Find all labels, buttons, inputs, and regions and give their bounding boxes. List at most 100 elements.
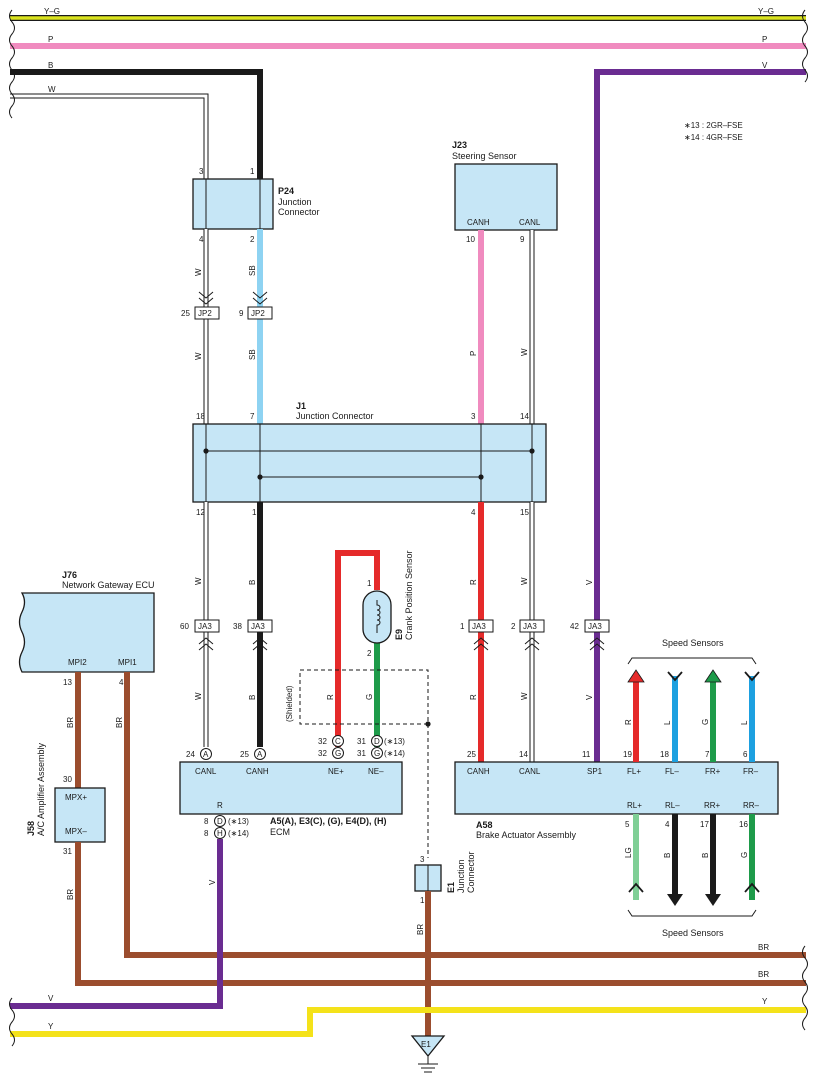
a58-rlm: RL– xyxy=(665,801,680,810)
wire-br-j76-bus xyxy=(124,672,806,958)
p24-name-2: Connector xyxy=(278,207,320,217)
p24-pin-1: 1 xyxy=(250,167,255,176)
conn-g-nem xyxy=(371,747,383,759)
conn-h-r xyxy=(214,827,226,839)
wire-w-bus-outer xyxy=(10,93,209,180)
wire-v-ecm-bus xyxy=(10,839,223,1009)
arrow-in-l-icon xyxy=(667,671,683,682)
ecm-box xyxy=(179,761,403,815)
ja3-box-1 xyxy=(468,619,494,633)
bus-label-v-left: V xyxy=(48,994,54,1003)
ecm-pin-31g: 31 xyxy=(357,749,366,758)
j58-pin-30: 30 xyxy=(63,775,72,784)
ecm-pin-24: 24 xyxy=(186,750,195,759)
ecm-note-13: (∗13) xyxy=(384,737,405,746)
bus-label-p-right: P xyxy=(762,35,767,44)
ja3-label-1: JA3 xyxy=(472,622,486,631)
j58-pin-31: 31 xyxy=(63,847,72,856)
ecm-r: R xyxy=(217,801,223,810)
bus-label-b-left: B xyxy=(48,61,53,70)
jp2-chevron-left xyxy=(198,291,214,305)
a58-pin-18: 18 xyxy=(660,750,669,759)
j76-network-gateway-ecu: J76 Network Gateway ECU MPI2 MPI1 13 4 B… xyxy=(18,570,806,958)
jp2-box-left xyxy=(194,306,220,320)
j76-id: J76 xyxy=(62,570,77,580)
ecm-nep: NE+ xyxy=(328,767,344,776)
a58-flm: FL– xyxy=(665,767,679,776)
wire-label-v-mid: V xyxy=(585,579,594,585)
ja3-chevron-1 xyxy=(473,637,489,651)
conn-d xyxy=(371,735,383,747)
ecm-name: ECM xyxy=(270,827,290,837)
wire-label-w-mid: W xyxy=(194,577,203,585)
a58-pin-6: 6 xyxy=(743,750,748,759)
conn-a-canl xyxy=(200,748,212,760)
arrow-in-g-icon xyxy=(744,882,760,893)
wire-r-sensor xyxy=(335,550,380,747)
conn-g-nep xyxy=(332,747,344,759)
ground-triangle-icon xyxy=(410,1035,446,1058)
j76-pin-13: 13 xyxy=(63,678,72,687)
ecm-conn-c: C xyxy=(335,737,341,746)
ja3-box-2 xyxy=(519,619,545,633)
ecm-note-14: (∗14) xyxy=(384,749,405,758)
jp2-pin-25: 25 xyxy=(181,309,190,318)
j76-pin-4: 4 xyxy=(119,678,124,687)
wire-label-w-upper: W xyxy=(194,268,203,276)
e9-coil-icon xyxy=(376,600,381,633)
e9-sensor-body xyxy=(362,590,392,644)
break-mark-left-top xyxy=(9,9,15,119)
shield-splice xyxy=(425,721,431,727)
ja3-box-42 xyxy=(584,619,610,633)
e1-junction-connector: 3 1 E1 Junction Connector BR E1 xyxy=(410,851,476,1073)
a58-pin-11: 11 xyxy=(582,750,591,759)
jp2-label-right: JP2 xyxy=(251,309,265,318)
j1-top-pin-18: 18 xyxy=(196,412,205,421)
ecm-conn-a-2: A xyxy=(257,750,263,759)
ecm-pin-25: 25 xyxy=(240,750,249,759)
a58-canl: CANL xyxy=(519,767,541,776)
ja3-pin-2: 2 xyxy=(511,622,516,631)
ja3-label-2: JA3 xyxy=(523,622,537,631)
wire-label-p-j23: P xyxy=(469,351,478,356)
j23-pin-9: 9 xyxy=(520,235,525,244)
j1-splice-2 xyxy=(529,448,535,454)
wire-y-bus xyxy=(10,1007,806,1037)
wire-label-br-e1: BR xyxy=(416,924,425,935)
j1-splice-3 xyxy=(257,474,263,480)
ecm-nem: NE– xyxy=(368,767,384,776)
j23-box xyxy=(454,163,558,231)
a58-pin-4: 4 xyxy=(665,820,670,829)
a58-pin-19: 19 xyxy=(623,750,632,759)
e1j-name-1: Junction xyxy=(456,859,466,893)
ecm-conn-d: D xyxy=(374,737,380,746)
j1-splice-1 xyxy=(203,448,209,454)
wire-label-g-fr: G xyxy=(701,719,710,725)
jp2-pin-9: 9 xyxy=(239,309,244,318)
ground-label: E1 xyxy=(421,1040,431,1049)
shielded-label: (Shielded) xyxy=(285,685,294,722)
j58-mpxm: MPX– xyxy=(65,827,87,836)
e1j-pin-3: 3 xyxy=(420,855,425,864)
wire-label-g-sensor: G xyxy=(365,694,374,700)
a58-rrp: RR+ xyxy=(704,801,721,810)
ja3-chevron-42 xyxy=(589,637,605,651)
arrow-down-b-icon xyxy=(667,894,683,906)
ecm-conn-rh: H xyxy=(217,829,223,838)
a58-pin-5: 5 xyxy=(625,820,630,829)
e9-crank-position-sensor: 1 2 E9 Crank Position Sensor (Shielded) … xyxy=(285,550,431,858)
wire-v-bus xyxy=(594,69,806,620)
p24-pin-3: 3 xyxy=(199,167,204,176)
j58-mpxp: MPX+ xyxy=(65,793,87,802)
wire-label-w2-low: W xyxy=(520,692,529,700)
bus-label-v-right: V xyxy=(762,61,768,70)
bus-label-w-left: W xyxy=(48,85,56,94)
arrow-in-l2-icon xyxy=(744,671,760,682)
a58-box xyxy=(454,761,779,815)
ecm-canl: CANL xyxy=(195,767,217,776)
j58-name: A/C Amplifier Assembly xyxy=(36,742,46,836)
a58-frm: FR– xyxy=(743,767,759,776)
j76-mpi1: MPI1 xyxy=(118,658,137,667)
j1-name: Junction Connector xyxy=(296,411,374,421)
a58-pin-16: 16 xyxy=(739,820,748,829)
